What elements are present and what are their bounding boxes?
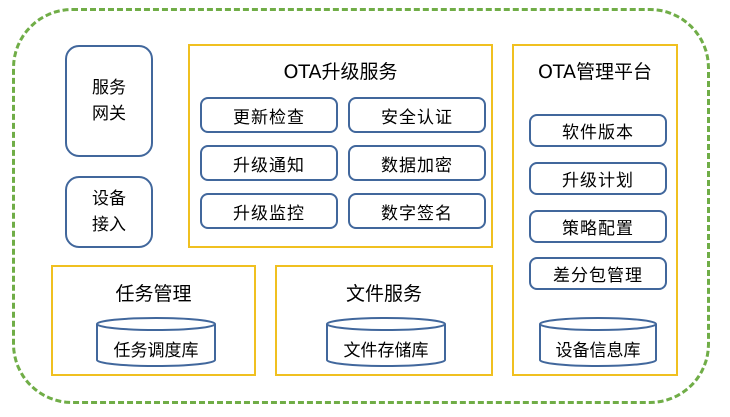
security-auth: 安全认证 [348, 97, 486, 133]
ota-service-title: OTA升级服务 [283, 61, 398, 83]
device-access: 设备 接入 [65, 176, 153, 248]
device-info-db-label: 设备信息库 [555, 341, 641, 361]
file-storage-db-label: 文件存储库 [343, 341, 429, 361]
upgrade-notify: 升级通知 [200, 145, 338, 181]
file-storage-db: 文件存储库 [325, 316, 447, 368]
database-icon [539, 317, 657, 367]
task-mgmt-title: 任务管理 [115, 283, 192, 305]
upgrade-monitor: 升级监控 [200, 193, 338, 229]
service-gateway: 服务 网关 [65, 45, 153, 157]
system-boundary [12, 8, 710, 404]
policy-config: 策略配置 [529, 210, 667, 243]
database-icon [326, 317, 446, 367]
ota-platform-title: OTA管理平台 [537, 61, 653, 83]
digital-signature: 数字签名 [348, 193, 486, 229]
file-service-title: 文件服务 [345, 283, 422, 305]
software-version: 软件版本 [529, 114, 667, 147]
device-info-db: 设备信息库 [538, 316, 658, 368]
update-check: 更新检查 [200, 97, 338, 133]
database-icon [96, 317, 216, 367]
data-encryption: 数据加密 [348, 145, 486, 181]
upgrade-plan: 升级计划 [529, 162, 667, 195]
diff-package-mgmt: 差分包管理 [529, 257, 667, 290]
task-schedule-db: 任务调度库 [95, 316, 217, 368]
task-schedule-db-label: 任务调度库 [113, 341, 199, 361]
